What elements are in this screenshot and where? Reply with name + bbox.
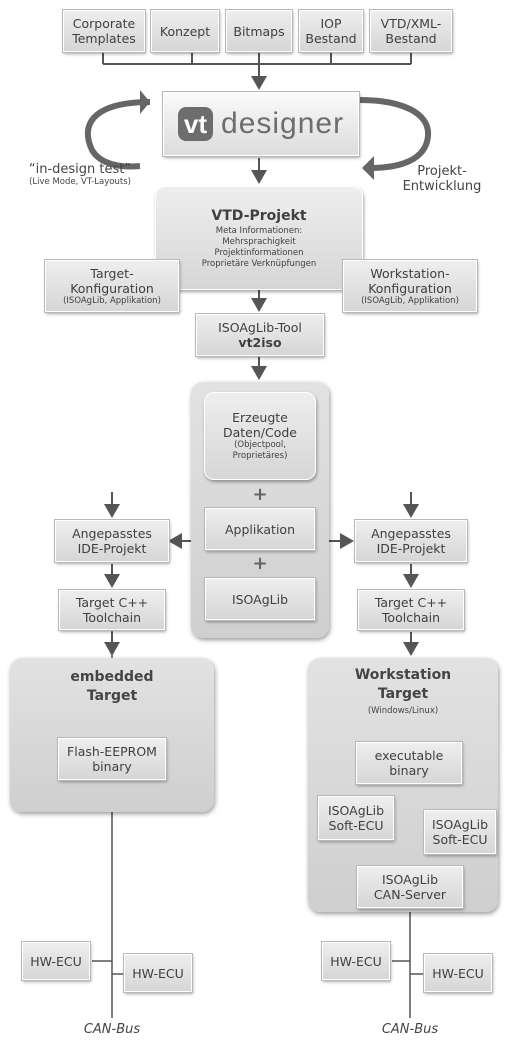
vtd-projekt-title: VTD-Projekt xyxy=(211,208,307,224)
right-ide-projekt-box: Angepasstes IDE-Projekt xyxy=(354,519,468,563)
soft-ecu-line: Soft-ECU xyxy=(328,818,384,833)
ide-line: Angepasstes xyxy=(72,526,152,541)
vtd-projekt-box: VTD-Projekt Meta Informationen: Mehrspra… xyxy=(155,186,363,290)
soft-ecu-line: ISOAgLib xyxy=(431,817,489,832)
source-label: Bestand xyxy=(385,31,437,46)
right-toolchain-box: Target C++ Toolchain xyxy=(357,589,465,631)
plus-sign-1: + xyxy=(252,484,268,505)
workstation-konfiguration-box: Workstation- Konfiguration (ISOAgLib, Ap… xyxy=(342,259,478,313)
vtd-projekt-line: Mehrsprachigkeit xyxy=(222,237,296,247)
config-line: Konfiguration xyxy=(70,280,154,296)
generated-sub: (Objectpool, xyxy=(234,440,286,450)
embedded-title-line: embedded xyxy=(70,669,154,685)
isoaglib-label: ISOAgLib xyxy=(231,591,289,607)
source-label: VTD/XML- xyxy=(380,16,442,31)
generated-line: Erzeugte xyxy=(232,410,288,425)
vtd-projekt-line: Meta Informationen: xyxy=(215,226,303,236)
config-line: Konfiguration xyxy=(368,280,452,296)
vtd-projekt-line: Projektinformationen xyxy=(214,248,304,258)
source-corporate-templates: Corporate Templates xyxy=(62,9,146,53)
source-label: Bitmaps xyxy=(233,23,285,39)
toolchain-line: Target C++ xyxy=(75,595,149,610)
source-label: Bestand xyxy=(305,31,357,46)
source-bitmaps: Bitmaps xyxy=(225,9,293,53)
left-toolchain-box: Target C++ Toolchain xyxy=(58,589,166,631)
loop-left-arrow xyxy=(84,99,151,170)
vt-logo-word: designer xyxy=(221,107,345,140)
hw-ecu-label: HW-ECU xyxy=(132,965,184,981)
isoaglib-tool-box: ISOAgLib-Tool vt2iso xyxy=(195,313,325,357)
in-design-test-subtitle: (Live Mode, VT-Layouts) xyxy=(29,177,131,187)
flash-line: Flash-EEPROM xyxy=(67,744,157,759)
soft-ecu-line: ISOAgLib xyxy=(327,803,385,818)
projekt-entwicklung-line: Entwicklung xyxy=(402,179,482,194)
can-server-line: ISOAgLib xyxy=(381,872,439,887)
config-sub: (ISOAgLib, Applikation) xyxy=(63,295,161,306)
applikation-label: Applikation xyxy=(225,521,295,537)
config-sub: (ISOAgLib, Applikation) xyxy=(361,295,459,306)
executable-line: executable xyxy=(374,748,444,763)
left-hw-ecu-2: HW-ECU xyxy=(123,953,193,993)
right-can-bus-label: CAN-Bus xyxy=(381,1022,439,1037)
loop-right-arrow xyxy=(359,97,432,171)
left-hw-ecu-1: HW-ECU xyxy=(21,941,91,981)
soft-ecu-line: Soft-ECU xyxy=(432,832,488,847)
source-iop-bestand: IOP Bestand xyxy=(298,9,364,53)
generated-data-box: Erzeugte Daten/Code (Objectpool, Proprie… xyxy=(204,392,316,480)
source-konzept: Konzept xyxy=(150,9,220,53)
config-line: Target- xyxy=(90,265,134,281)
flash-line: binary xyxy=(92,759,132,774)
ide-line: IDE-Projekt xyxy=(77,541,147,556)
toolchain-line: Toolchain xyxy=(381,610,441,625)
vt-logo-mark: vt xyxy=(177,107,214,141)
applikation-box: Applikation xyxy=(204,507,316,551)
embedded-target-title: embedded Target xyxy=(10,668,214,706)
workstation-sub: (Windows/Linux) xyxy=(367,706,439,716)
workstation-title-line: Target xyxy=(377,686,429,702)
source-label: Templates xyxy=(72,31,136,46)
source-label: Corporate xyxy=(72,16,136,31)
generated-sub: Proprietäres) xyxy=(232,451,288,461)
vt-designer-logo: vt designer xyxy=(162,91,360,157)
toolchain-line: Toolchain xyxy=(82,610,142,625)
soft-ecu-1-box: ISOAgLib Soft-ECU xyxy=(317,795,395,841)
embedded-target-panel xyxy=(10,658,214,812)
plus-sign-2: + xyxy=(252,553,268,574)
executable-line: binary xyxy=(389,763,429,778)
config-line: Workstation- xyxy=(370,265,450,281)
source-label: IOP xyxy=(320,16,342,31)
ide-line: Angepasstes xyxy=(371,526,451,541)
in-design-test-label: “in-design test” (Live Mode, VT-Layouts) xyxy=(10,162,150,188)
generated-line: Daten/Code xyxy=(222,425,297,440)
flash-eeprom-box: Flash-EEPROM binary xyxy=(57,737,167,781)
tool-line2: vt2iso xyxy=(238,335,282,350)
projekt-entwicklung-line: Projekt- xyxy=(417,164,467,179)
workstation-target-title: Workstation Target (Windows/Linux) xyxy=(308,666,498,717)
hw-ecu-label: HW-ECU xyxy=(30,953,82,969)
embedded-title-line: Target xyxy=(86,688,138,704)
can-server-line: CAN-Server xyxy=(373,887,447,902)
left-ide-projekt-box: Angepasstes IDE-Projekt xyxy=(54,519,170,563)
executable-binary-box: executable binary xyxy=(355,741,463,785)
target-konfiguration-box: Target- Konfiguration (ISOAgLib, Applika… xyxy=(44,259,180,313)
isoaglib-box: ISOAgLib xyxy=(204,577,316,621)
right-hw-ecu-1: HW-ECU xyxy=(321,941,391,981)
in-design-test-title: “in-design test” xyxy=(28,162,132,177)
workstation-title-line: Workstation xyxy=(354,667,452,683)
source-label: Konzept xyxy=(159,23,211,39)
hw-ecu-label: HW-ECU xyxy=(330,953,382,969)
vtd-projekt-line: Proprietäre Verknüpfungen xyxy=(201,259,317,269)
tool-line1: ISOAgLib-Tool xyxy=(218,320,302,335)
source-vtd-xml-bestand: VTD/XML- Bestand xyxy=(369,9,453,53)
soft-ecu-2-box: ISOAgLib Soft-ECU xyxy=(423,809,497,855)
projekt-entwicklung-label: Projekt- Entwicklung xyxy=(392,164,492,194)
left-can-bus-label: CAN-Bus xyxy=(83,1022,141,1037)
hw-ecu-label: HW-ECU xyxy=(432,965,484,981)
can-server-box: ISOAgLib CAN-Server xyxy=(356,865,464,909)
ide-line: IDE-Projekt xyxy=(376,541,446,556)
right-hw-ecu-2: HW-ECU xyxy=(423,953,493,993)
toolchain-line: Target C++ xyxy=(374,595,448,610)
